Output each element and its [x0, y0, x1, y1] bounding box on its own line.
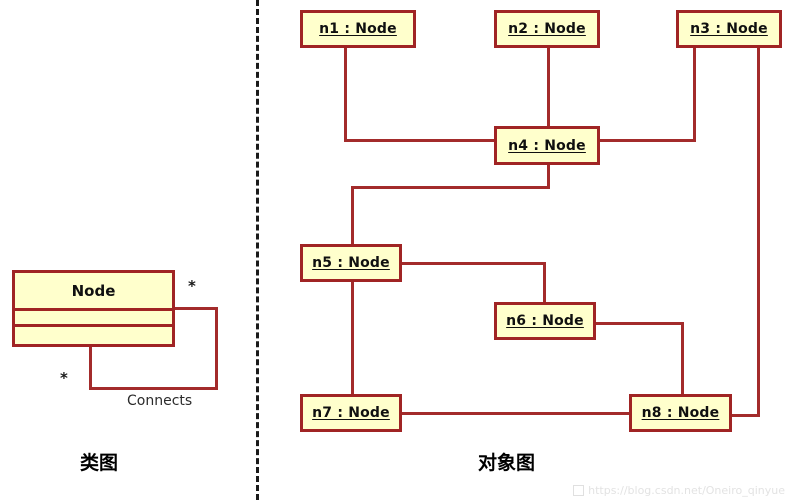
object-box-n6[interactable]: n6 : Node: [494, 302, 596, 340]
object-box-n8[interactable]: n8 : Node: [629, 394, 732, 432]
link-n3-n8-segment-vertical: [757, 46, 760, 417]
link-n5-n6-segment-vertical: [543, 262, 546, 304]
object-label-n5: n5 : Node: [312, 255, 390, 271]
class-name-label: Node: [71, 281, 116, 300]
object-label-n3: n3 : Node: [690, 21, 768, 37]
link-n4-n5-segment-vertical-upper: [547, 163, 550, 189]
link-n3-n4-segment-vertical: [693, 46, 696, 142]
link-n3-n8-segment-horizontal: [730, 414, 760, 417]
object-label-n8: n8 : Node: [641, 405, 720, 421]
link-n1-n4-segment-horizontal: [344, 139, 498, 142]
watermark-logo-icon: [573, 485, 585, 496]
class-box-node[interactable]: Node: [12, 270, 175, 347]
link-n6-n8-segment-horizontal: [595, 322, 684, 325]
object-box-n4[interactable]: n4 : Node: [494, 126, 600, 165]
panel-divider: [256, 0, 259, 500]
class-assoc-segment-left-vertical: [89, 338, 92, 390]
class-assoc-segment-top-horizontal: [172, 307, 218, 310]
object-box-n3[interactable]: n3 : Node: [676, 10, 782, 48]
link-n4-n5-segment-vertical-lower: [351, 186, 354, 248]
caption-class-diagram: 类图: [80, 452, 119, 474]
watermark: https://blog.csdn.net/Oneiro_qinyue: [573, 484, 785, 497]
object-label-n2: n2 : Node: [508, 21, 586, 37]
class-assoc-segment-right-vertical: [215, 307, 218, 390]
class-attributes-compartment: [15, 311, 172, 327]
link-n2-n4-segment-vertical: [547, 46, 550, 128]
object-box-n7[interactable]: n7 : Node: [300, 394, 402, 432]
multiplicity-target: *: [188, 277, 196, 295]
object-box-n2[interactable]: n2 : Node: [494, 10, 600, 48]
multiplicity-source: *: [60, 369, 68, 387]
link-n5-n7-segment-vertical: [351, 281, 354, 396]
link-n4-n5-segment-horizontal: [351, 186, 550, 189]
association-name-label: Connects: [127, 393, 193, 409]
object-label-n4: n4 : Node: [508, 137, 586, 154]
class-operations-compartment: [15, 327, 172, 344]
class-name-compartment: Node: [15, 273, 172, 311]
caption-object-diagram: 对象图: [478, 452, 536, 474]
link-n7-n8-segment-horizontal: [400, 412, 632, 415]
object-box-n1[interactable]: n1 : Node: [300, 10, 416, 48]
link-n5-n6-segment-horizontal: [400, 262, 546, 265]
link-n1-n4-segment-vertical: [344, 46, 347, 142]
watermark-text: https://blog.csdn.net/Oneiro_qinyue: [588, 484, 785, 497]
link-n6-n8-segment-vertical: [681, 322, 684, 396]
object-label-n1: n1 : Node: [319, 21, 397, 37]
object-label-n6: n6 : Node: [506, 313, 584, 329]
link-n3-n4-segment-horizontal: [597, 139, 696, 142]
class-assoc-segment-bottom-horizontal: [89, 387, 218, 390]
object-box-n5[interactable]: n5 : Node: [300, 244, 402, 282]
object-label-n7: n7 : Node: [312, 405, 390, 421]
